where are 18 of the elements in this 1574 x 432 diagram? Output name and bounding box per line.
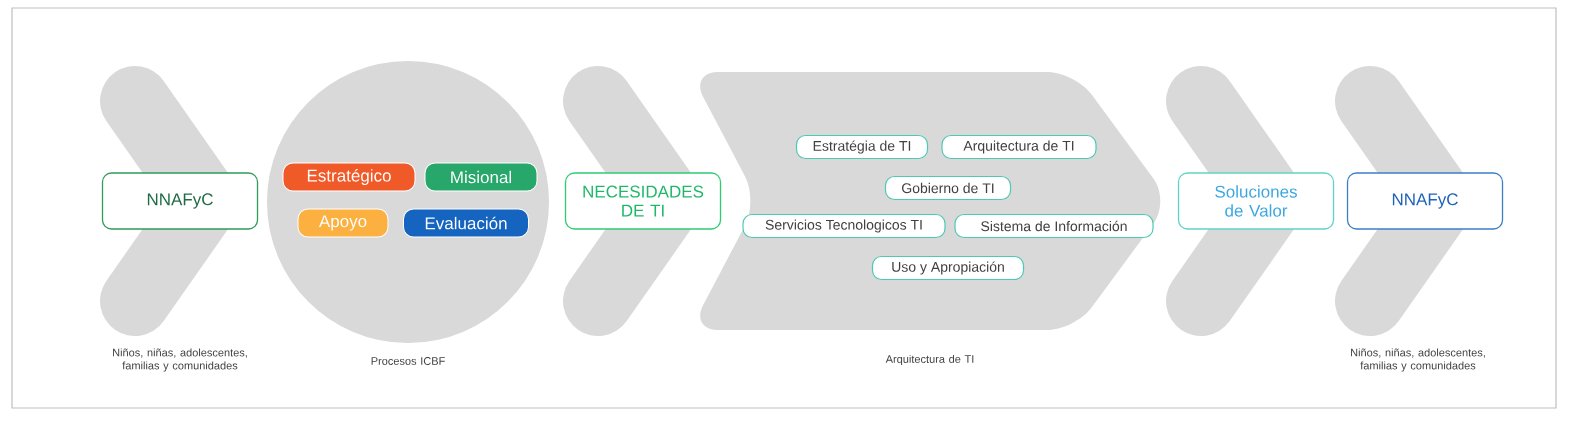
category-pill: Misional: [424, 162, 538, 192]
caption: Niños, niñas, adolescentes, familias y comunidades: [113, 348, 247, 372]
topic-pill: Sistema de Información: [954, 213, 1154, 239]
chevron-with-label: NNAFyC: [1335, 66, 1504, 336]
topic-pill: Uso y Apropiación: [871, 255, 1025, 281]
category-pill: Apoyo: [297, 208, 389, 238]
topic-pill: Servicios Tecnologicos TI: [742, 213, 946, 239]
caption: Niños, niñas, adolescentes, familias y comunidades: [1351, 348, 1485, 372]
chevron-with-label: NNAFyC: [100, 66, 259, 336]
node-label: Arquitectura de TI: [885, 354, 974, 366]
topic-pill: Estratégia de TI: [795, 134, 929, 160]
chevron-with-label: NECESIDADES DE TI: [563, 66, 722, 336]
category-pill: Evaluación: [403, 208, 529, 238]
chevron-with-label: Soluciones de Valor: [1166, 66, 1335, 336]
node-label: Procesos ICBF: [371, 357, 445, 365]
topic-pill: Gobierno de TI: [884, 175, 1012, 201]
topic-pill: Arquitectura de TI: [941, 134, 1097, 160]
category-pill: Estratégico: [282, 162, 416, 192]
